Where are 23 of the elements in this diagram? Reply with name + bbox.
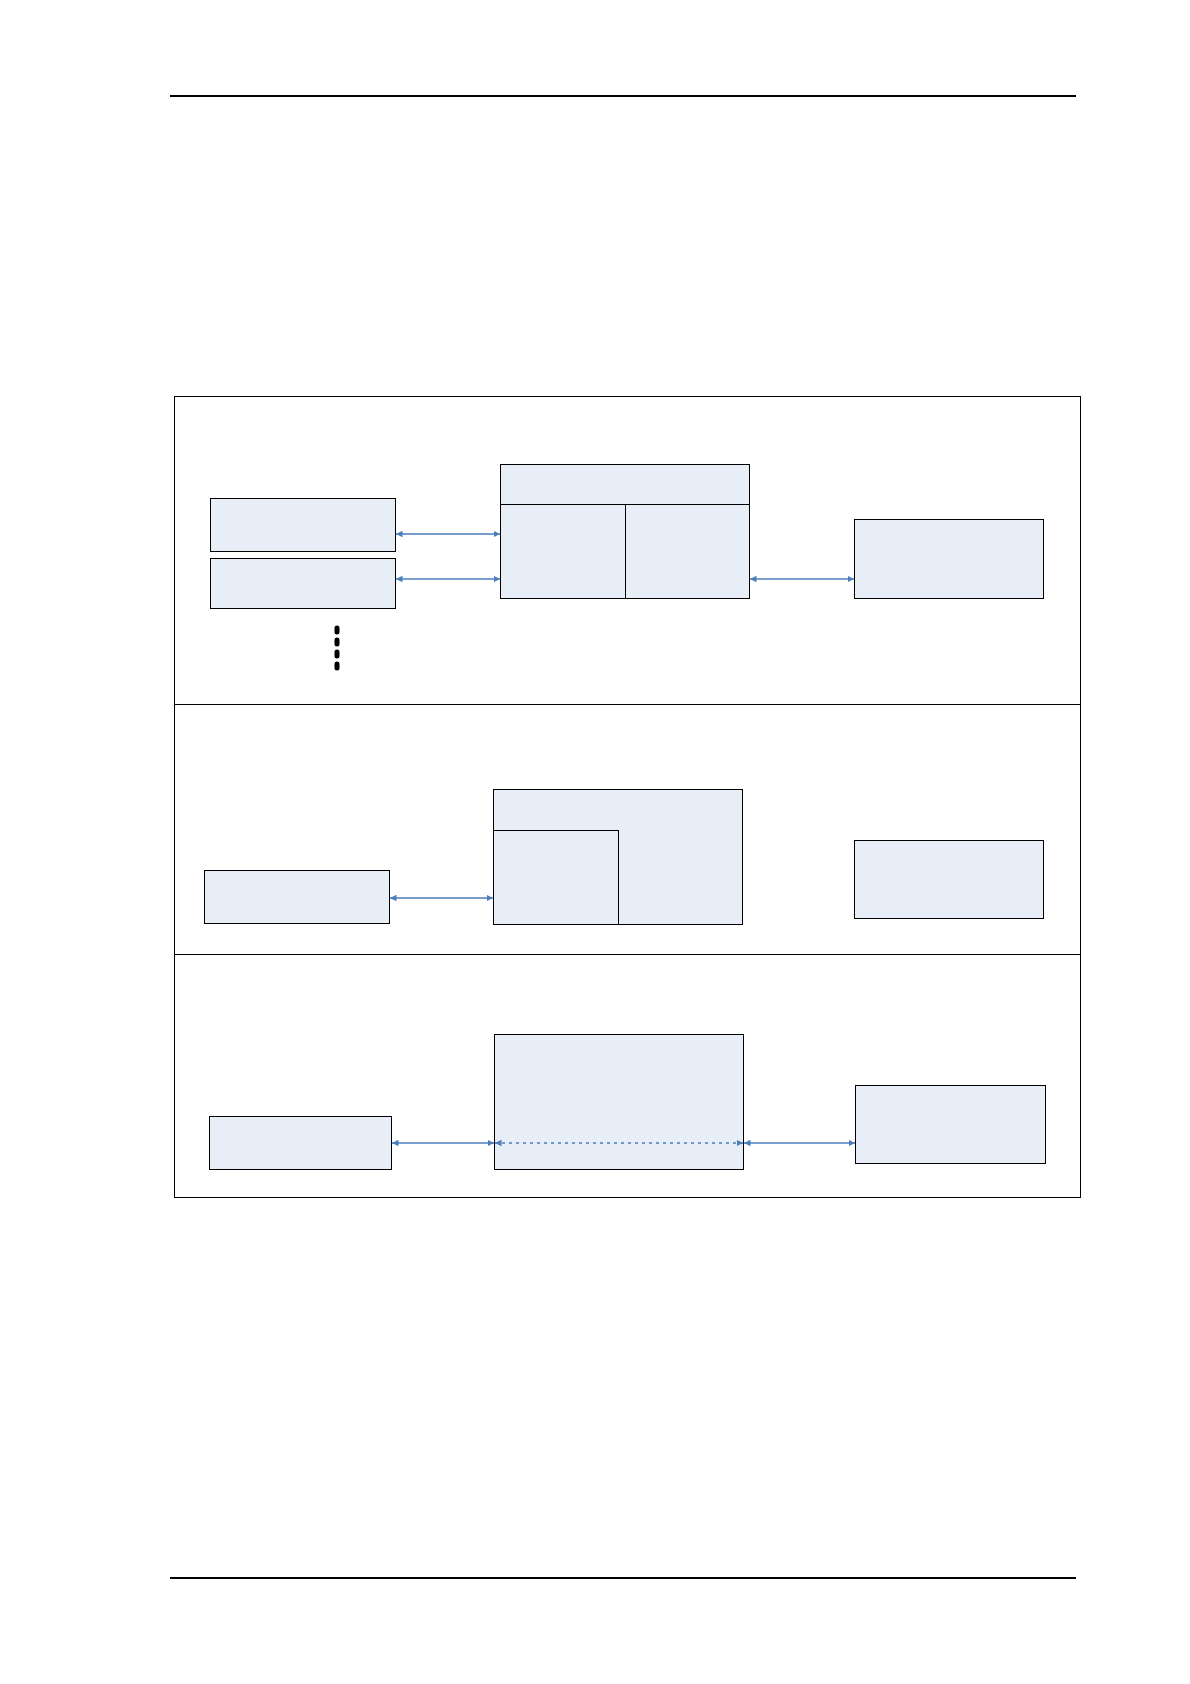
block [210, 498, 396, 552]
block [500, 504, 626, 599]
block [493, 830, 619, 925]
block [204, 870, 390, 924]
double-arrow [389, 894, 494, 902]
double-arrow [743, 1139, 856, 1147]
block [210, 558, 396, 609]
block [854, 840, 1044, 919]
panel [174, 954, 1081, 1198]
block [855, 1085, 1046, 1164]
double-arrow [749, 575, 855, 583]
dashed-arrow [494, 1139, 744, 1147]
double-arrow [395, 575, 501, 583]
panel [174, 396, 1081, 705]
block [500, 464, 750, 505]
block [493, 789, 743, 925]
block [494, 1034, 744, 1170]
double-arrow [395, 530, 501, 538]
panel [174, 704, 1081, 955]
block [625, 504, 750, 599]
double-arrow [391, 1139, 495, 1147]
block [209, 1116, 392, 1170]
block [854, 519, 1044, 599]
